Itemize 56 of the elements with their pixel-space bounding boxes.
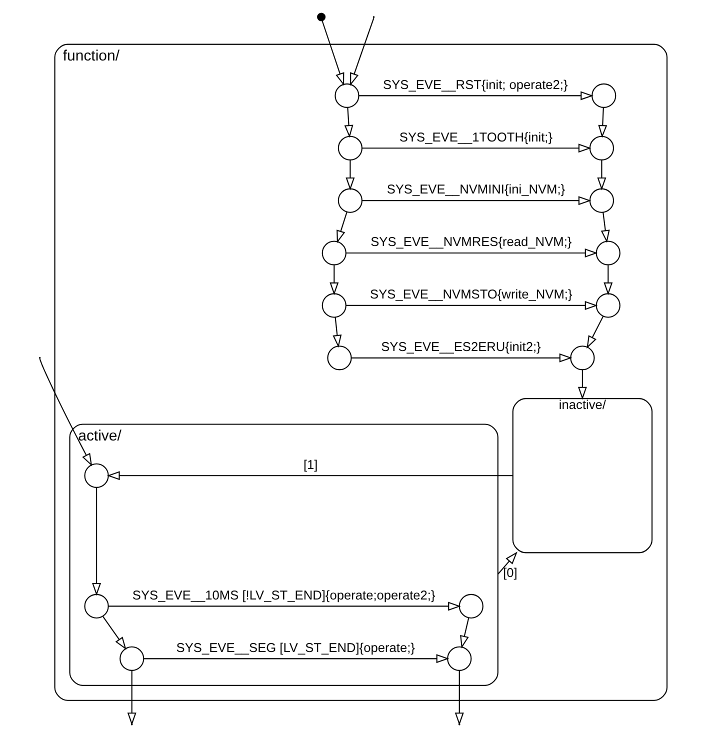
edge-label: SYS_EVE__ES2ERU{init2;} — [380, 338, 540, 354]
arrow — [108, 601, 460, 610]
edge-label: SYS_EVE__NVMINI{ini_NVM;} — [386, 181, 565, 196]
arrow — [600, 212, 610, 242]
arrow — [106, 470, 512, 480]
node-circle — [337, 188, 362, 212]
arrow — [596, 160, 606, 190]
arrow — [351, 352, 572, 362]
arrow — [336, 212, 347, 243]
arrow — [362, 143, 591, 152]
node-circle — [84, 593, 108, 618]
edge-label: [1] — [302, 456, 318, 472]
node-circle — [595, 292, 620, 318]
arrow — [460, 617, 469, 648]
node-circle — [326, 345, 352, 370]
edge-label: SYS_EVE__NVMRES{read_NVM;} — [370, 234, 572, 249]
arrow — [358, 90, 593, 100]
edge-label: SYS_EVE__NVMSTO{write_NVM;} — [370, 286, 572, 302]
arrow — [143, 654, 449, 663]
arrow — [603, 264, 612, 295]
node-circle — [446, 646, 472, 670]
node-circle — [84, 462, 108, 488]
node-circle — [588, 188, 614, 212]
node-circle — [570, 345, 594, 370]
arrow — [329, 264, 338, 295]
node-circle — [321, 240, 346, 265]
arrow — [345, 248, 598, 258]
node-circle — [119, 646, 144, 670]
node-circle — [321, 292, 346, 318]
arrow — [38, 358, 92, 466]
node-circle — [588, 135, 614, 160]
arrow — [362, 196, 591, 205]
arrow — [350, 17, 374, 86]
arrow — [92, 487, 101, 596]
arrow — [345, 300, 598, 310]
arrow — [598, 107, 607, 138]
edge-label: SYS_EVE__RST{init; operate2;} — [382, 76, 568, 92]
node-circle — [595, 240, 620, 265]
node-circle — [337, 135, 362, 160]
arrow — [102, 616, 126, 650]
edge-label: SYS_EVE__SEG [LV_ST_END]{operate;} — [176, 639, 414, 654]
node-circle — [458, 593, 483, 618]
node-circle — [316, 12, 326, 21]
edge-label: SYS_EVE__1TOOTH{init;} — [398, 128, 552, 144]
arrow — [497, 551, 517, 574]
edge-label: SYS_EVE__10MS [!LV_ST_END]{operate;operate2;} — [132, 586, 435, 602]
arrow — [332, 316, 342, 348]
arrow — [321, 20, 344, 86]
node-box: inactive/ — [512, 398, 652, 553]
node-circle — [334, 82, 359, 108]
arrow — [577, 370, 586, 400]
arrow — [345, 160, 354, 190]
node-circle — [591, 82, 616, 108]
edge-label: [0] — [502, 564, 517, 580]
arrow — [344, 107, 353, 138]
arrow — [586, 316, 604, 348]
